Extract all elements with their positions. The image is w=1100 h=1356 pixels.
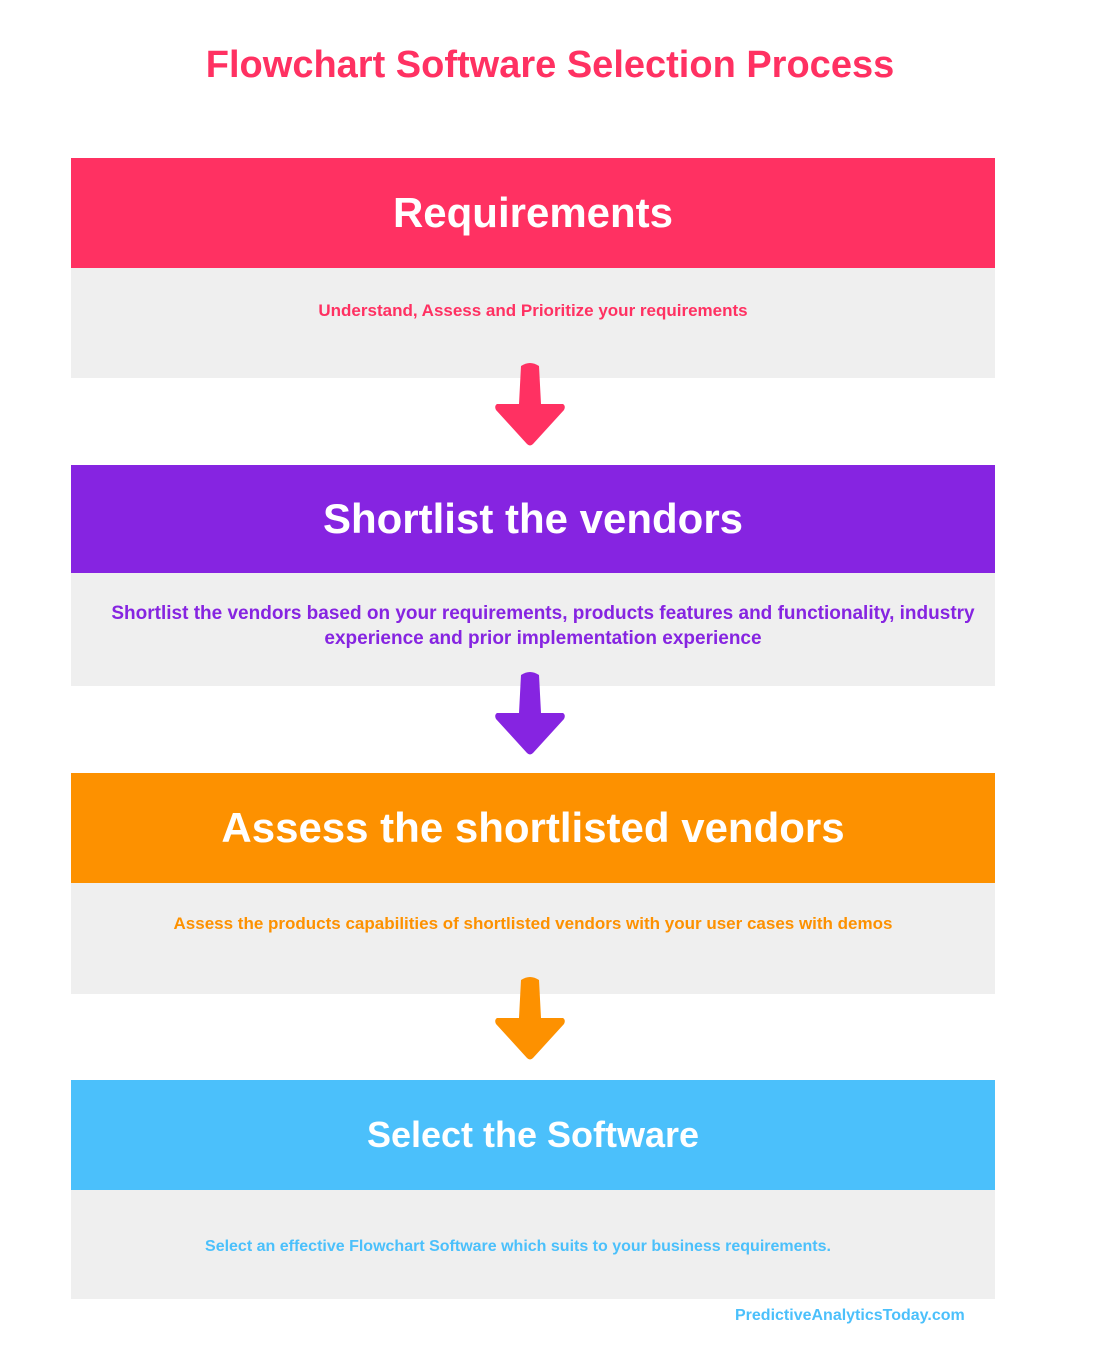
step-heading: Assess the shortlisted vendors xyxy=(221,804,845,851)
step-shortlist: Shortlist the vendors Shortlist the vend… xyxy=(71,465,995,686)
step-heading-box: Assess the shortlisted vendors xyxy=(71,773,995,883)
arrow-down-icon xyxy=(495,363,565,446)
step-heading: Requirements xyxy=(392,189,674,236)
step-select: Select the Software Select an effective … xyxy=(71,1080,995,1299)
page-title: Flowchart Software Selection Process xyxy=(205,44,895,86)
step-description: Assess the products capabilities of shor… xyxy=(173,914,893,933)
step-description-box: Assess the products capabilities of shor… xyxy=(71,883,995,994)
step-description-box: Select an effective Flowchart Software w… xyxy=(71,1190,995,1299)
step-description-box: Understand, Assess and Prioritize your r… xyxy=(71,268,995,378)
source-link[interactable]: PredictiveAnalyticsToday.com xyxy=(735,1307,965,1324)
step-description-box: Shortlist the vendors based on your requ… xyxy=(71,573,995,686)
step-assess: Assess the shortlisted vendors Assess th… xyxy=(71,773,995,994)
step-heading-box: Shortlist the vendors xyxy=(71,465,995,573)
step-heading-box: Requirements xyxy=(71,158,995,268)
step-requirements: Requirements Understand, Assess and Prio… xyxy=(71,158,995,378)
arrow-down-icon xyxy=(495,672,565,755)
step-description: Shortlist the vendors based on your requ… xyxy=(111,603,975,649)
step-heading: Shortlist the vendors xyxy=(322,495,744,542)
arrow-down-icon xyxy=(495,977,565,1060)
step-description: Understand, Assess and Prioritize your r… xyxy=(318,301,748,320)
step-description: Select an effective Flowchart Software w… xyxy=(205,1238,831,1255)
step-heading: Select the Software xyxy=(366,1114,700,1155)
step-heading-box: Select the Software xyxy=(71,1080,995,1190)
